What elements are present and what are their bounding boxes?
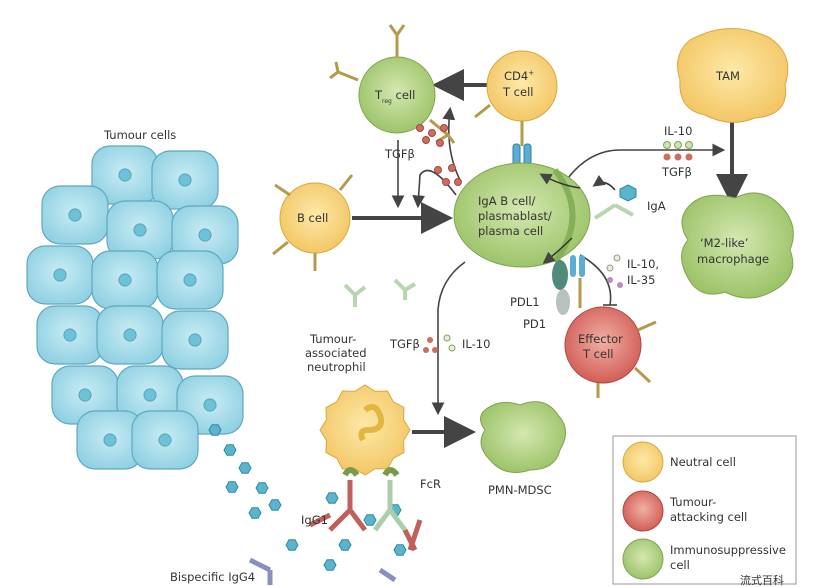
svg-text:plasmablast/: plasmablast/ (478, 209, 552, 223)
pd1-label: PD1 (523, 317, 546, 331)
pdl1-pd1: PDL1 PD1 (510, 255, 585, 331)
antigen-icon (619, 184, 637, 202)
tumour-cell (171, 205, 239, 265)
tgfb-label: TGFβ (384, 147, 415, 161)
tumour-cell (41, 185, 109, 245)
tumour-cell (96, 305, 164, 365)
il10-label: IL-10, (627, 257, 659, 271)
svg-text:CD4+: CD4+ (504, 69, 534, 83)
il10-inhibition-arrow (579, 254, 612, 306)
svg-text:Treg cell: Treg cell (374, 88, 415, 105)
tumour-cell (36, 305, 104, 365)
cd4-t-cell: CD4+ T cell (474, 50, 558, 167)
neutrophil-cytokines: TGFβ IL-10 (389, 334, 490, 353)
il10-label: IL-10 (664, 124, 692, 138)
cd4-label: CD4 (504, 69, 528, 83)
tumour-cell (161, 310, 229, 370)
legend-neutral-swatch (622, 441, 664, 483)
tam-cytokines: IL-10 TGFβ (661, 124, 693, 179)
svg-text:cell: cell (670, 558, 690, 572)
antigen-icon (225, 481, 239, 493)
svg-text:associated: associated (305, 346, 367, 360)
antigen-icon (248, 507, 262, 519)
legend-suppressive-label: Immunosuppressive (670, 543, 786, 557)
il10-il35-cytokines: IL-10, IL-35 (606, 254, 659, 288)
b-cell: B cell (272, 174, 354, 271)
m2-macrophage: ‘M2-like’ macrophage (681, 192, 794, 299)
tam-label: TAM (715, 69, 740, 83)
tumour-cell-cluster: Tumour cells (26, 128, 244, 470)
pmn-mdsc: PMN-MDSC (480, 401, 566, 497)
iga-b-cell: IgA B cell/ plasmablast/ plasma cell (453, 162, 616, 268)
legend-suppressive-swatch (622, 538, 664, 580)
iga-to-mdsc-arrow (431, 261, 466, 416)
il35-label: IL-35 (627, 273, 655, 287)
svg-text:plasma cell: plasma cell (478, 224, 543, 238)
antigen-icon (363, 514, 377, 526)
tumour-cell (151, 150, 219, 210)
antigen-icon (255, 482, 269, 494)
iga-b-cell-label: IgA B cell/ (478, 194, 536, 208)
tumour-cell (131, 410, 199, 470)
effector-label: Effector (578, 332, 623, 346)
legend-attacking-swatch (622, 490, 664, 532)
tumour-cell (26, 245, 94, 305)
iga-antibody: IgA (343, 184, 666, 307)
bispecific-igg4-antibody (248, 557, 397, 585)
bispecific-igg4-label: Bispecific IgG4 (170, 570, 255, 584)
svg-text:T cell: T cell (582, 347, 613, 361)
tumour-cell (91, 250, 159, 310)
tam-cell: TAM (677, 28, 789, 123)
iga-label: IgA (647, 199, 666, 213)
tumour-cell (156, 250, 224, 310)
il10-label: IL-10 (462, 337, 490, 351)
b-cell-label: B cell (297, 211, 328, 225)
antigen-icon (323, 559, 337, 571)
iga-to-tam-arrow (567, 143, 726, 179)
igg1-label: IgG1 (301, 513, 328, 527)
treg-cell: Treg cell (329, 24, 456, 144)
treg-label: T (374, 88, 383, 102)
antigen-icon (238, 462, 252, 474)
antigen-icon (338, 539, 352, 551)
antigen-icon (223, 444, 237, 456)
antigens (208, 424, 407, 571)
tumour-cell (116, 365, 184, 425)
svg-text:attacking cell: attacking cell (670, 510, 747, 524)
antigen-icon (208, 424, 222, 436)
legend-attacking-label: Tumour- (669, 495, 716, 509)
svg-text:neutrophil: neutrophil (307, 360, 366, 374)
pdl1-label: PDL1 (510, 295, 540, 309)
tgfb-label: TGFβ (661, 165, 692, 179)
watermark: 流式百科 (740, 573, 784, 587)
antigen-icon (285, 539, 299, 551)
m2-label: ‘M2-like’ (700, 236, 748, 250)
fcr-label: FcR (420, 477, 441, 491)
antigen-icon (325, 492, 339, 504)
receptor-icon (329, 24, 456, 144)
pmn-mdsc-label: PMN-MDSC (488, 483, 552, 497)
neutrophil-label: Tumour- (309, 332, 356, 346)
igg1-antibody (308, 480, 367, 532)
tgfb-label: TGFβ (389, 337, 420, 351)
antigen-icon (393, 544, 407, 556)
tgfb-cytokines-treg: TGFβ (384, 124, 469, 200)
m2-label-line2: macrophage (697, 252, 769, 266)
antibodies: IgG1 Bispecific IgG4 (170, 480, 423, 585)
cd4-label-line2: T cell (502, 85, 533, 99)
arrows (352, 69, 748, 448)
iga-to-treg-arrow (442, 106, 461, 181)
legend: Neutral cell Tumour- attacking cell Immu… (612, 435, 797, 587)
tumour-cell (76, 410, 144, 470)
legend-neutral-label: Neutral cell (670, 455, 736, 469)
effector-t-cell: Effector T cell (564, 306, 657, 398)
tumour-cells-label: Tumour cells (103, 128, 176, 142)
tumour-associated-neutrophil: Tumour- associated neutrophil FcR (305, 332, 441, 491)
iga-feedback-arrow (412, 169, 457, 209)
tumour-cell (106, 200, 174, 260)
antigen-icon (268, 499, 282, 511)
